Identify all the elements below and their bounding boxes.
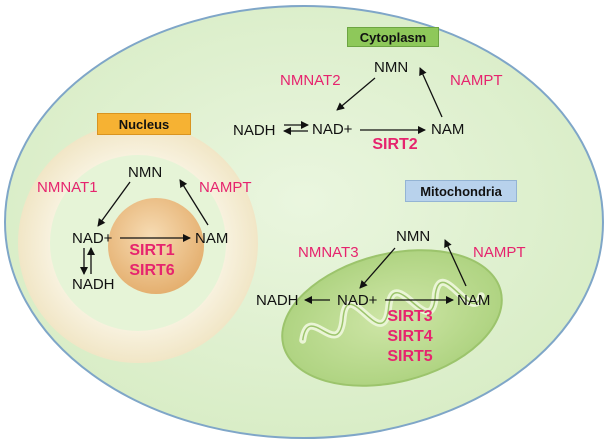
nucleolus: [108, 198, 204, 294]
nuc-nad: NAD+: [72, 230, 113, 247]
nuc-nadh: NADH: [72, 276, 115, 293]
arrow-nuc-nam-nmn: [179, 179, 209, 226]
cyto-nad: NAD+: [312, 121, 353, 138]
sirt-label: SIRT2: [372, 136, 418, 153]
cyto-nam: NAM: [431, 121, 465, 138]
arrow-mito-nam-nmn: [444, 239, 467, 287]
cyto-enzyme-nampt: NAMPT: [450, 72, 503, 89]
cyto-nmn: NMN: [374, 59, 409, 76]
mito-sirtuins: SIRT3 SIRT4 SIRT5: [380, 307, 440, 367]
arrow-cyto-nmn-nad: [336, 77, 376, 111]
cyto-enzyme-nmnat2: NMNAT2: [280, 72, 341, 89]
nuc-nam: NAM: [195, 230, 229, 247]
cyto-nadh: NADH: [233, 122, 276, 139]
mitochondria-label: Mitochondria: [405, 180, 517, 202]
mito-nmn: NMN: [396, 228, 431, 245]
mitochondrion-shape: [281, 249, 503, 387]
arrow-nuc-nmn-nad: [97, 181, 131, 227]
nuc-enzyme-nampt: NAMPT: [199, 179, 252, 196]
arrow-mito-nmn-nad: [359, 247, 396, 289]
mito-nad: NAD+: [337, 292, 378, 309]
sirt-label: SIRT6: [129, 262, 175, 279]
sirt-label: SIRT1: [129, 242, 175, 259]
cyto-sirtuins: SIRT2: [365, 135, 425, 155]
sirt-label: SIRT5: [387, 348, 433, 365]
nuc-sirtuins: SIRT1 SIRT6: [122, 241, 182, 281]
sirt-label: SIRT4: [387, 328, 433, 345]
cytoplasm-label: Cytoplasm: [347, 27, 439, 47]
nuc-nmn: NMN: [128, 164, 163, 181]
mito-nam: NAM: [457, 292, 491, 309]
nuc-enzyme-nmnat1: NMNAT1: [37, 179, 98, 196]
mito-enzyme-nampt: NAMPT: [473, 244, 526, 261]
nucleus-label: Nucleus: [97, 113, 191, 135]
mito-enzyme-nmnat3: NMNAT3: [298, 244, 359, 261]
mito-nadh: NADH: [256, 292, 299, 309]
arrow-cyto-nam-nmn: [419, 67, 443, 118]
sirt-label: SIRT3: [387, 308, 433, 325]
